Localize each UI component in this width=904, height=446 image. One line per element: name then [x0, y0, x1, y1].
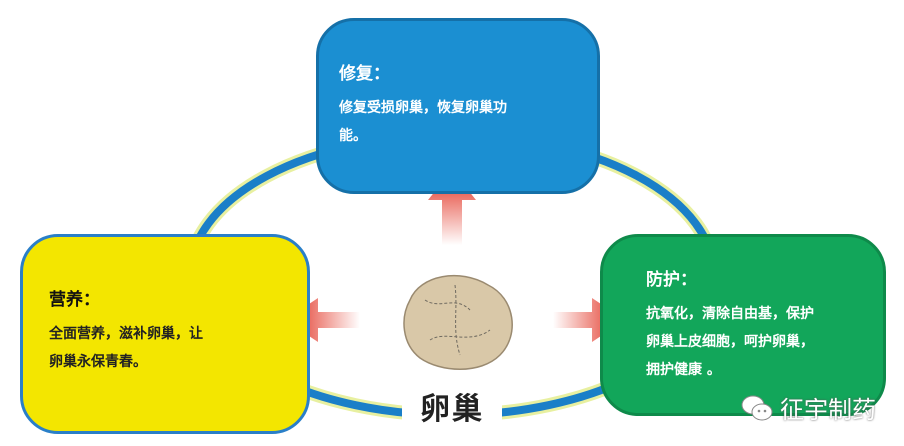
nutrition-text-line: 全面营养，滋补卵巢，让: [49, 326, 203, 342]
repair-text-line: 修复受损卵巢，恢复卵巢功: [339, 100, 507, 116]
protection-text-line: 拥护健康 。: [646, 362, 721, 378]
repair-box: 修复： 修复受损卵巢，恢复卵巢功 能。: [316, 18, 600, 194]
protection-title: 防护：: [646, 270, 697, 290]
watermark: 征宇制药: [740, 390, 876, 425]
protection-text-line: 抗氧化，清除自由基，保护: [646, 306, 814, 322]
nutrition-box: 营养： 全面营养，滋补卵巢，让 卵巢永保青春。: [20, 234, 310, 434]
repair-title: 修复：: [339, 64, 390, 84]
protection-box: 防护： 抗氧化，清除自由基，保护 卵巢上皮细胞，呵护卵巢， 拥护健康 。: [600, 234, 886, 416]
watermark-text: 征宇制药: [780, 396, 876, 424]
protection-text-line: 卵巢上皮细胞，呵护卵巢，: [646, 334, 814, 350]
repair-text-line: 能。: [339, 128, 367, 144]
ovary-label: 卵巢: [402, 384, 502, 428]
nutrition-title: 营养：: [49, 290, 100, 310]
wechat-icon: [741, 395, 773, 420]
nutrition-text-line: 卵巢永保青春。: [49, 354, 147, 370]
ovary-illustration: [403, 274, 513, 370]
